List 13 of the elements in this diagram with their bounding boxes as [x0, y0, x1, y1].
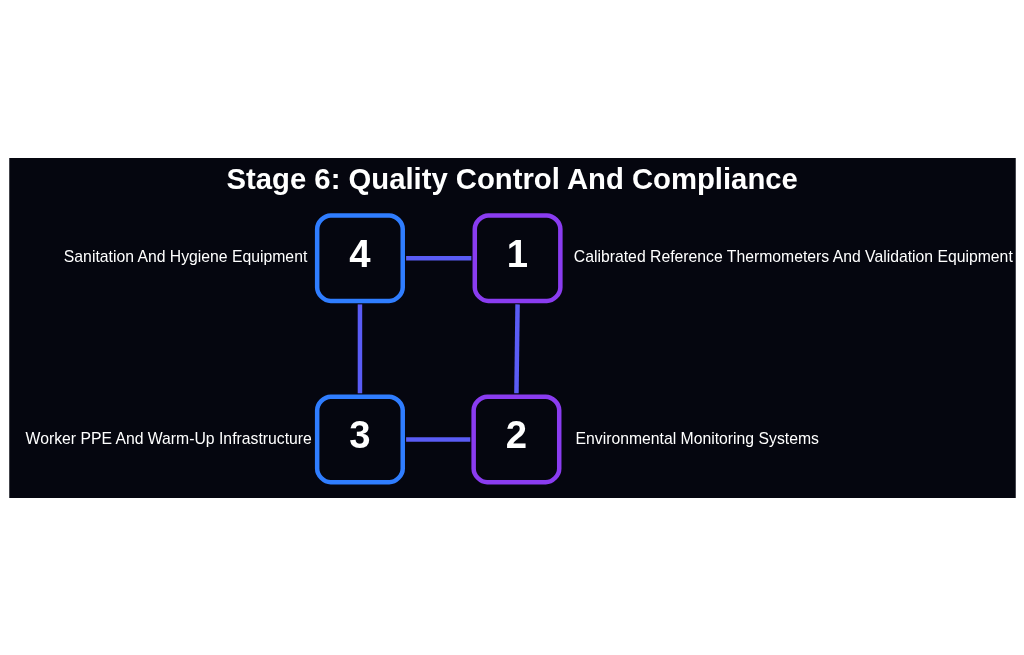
- node-box: 3: [314, 393, 405, 484]
- node-label: Environmental Monitoring Systems: [575, 429, 819, 447]
- node-label: Sanitation And Hygiene Equipment: [63, 247, 307, 265]
- diagram-title: Stage 6: Quality Control And Compliance: [226, 162, 798, 195]
- connector: [405, 436, 470, 442]
- node-box: 2: [470, 393, 561, 484]
- node-label: Calibrated Reference Thermometers And Validation Equipment: [573, 247, 1013, 265]
- node-label: Worker PPE And Warm-Up Infrastructure: [25, 429, 312, 447]
- connector: [513, 303, 520, 393]
- connector: [405, 255, 471, 260]
- node-box: 4: [314, 212, 405, 303]
- node-box: 1: [472, 212, 563, 303]
- connector: [357, 303, 362, 393]
